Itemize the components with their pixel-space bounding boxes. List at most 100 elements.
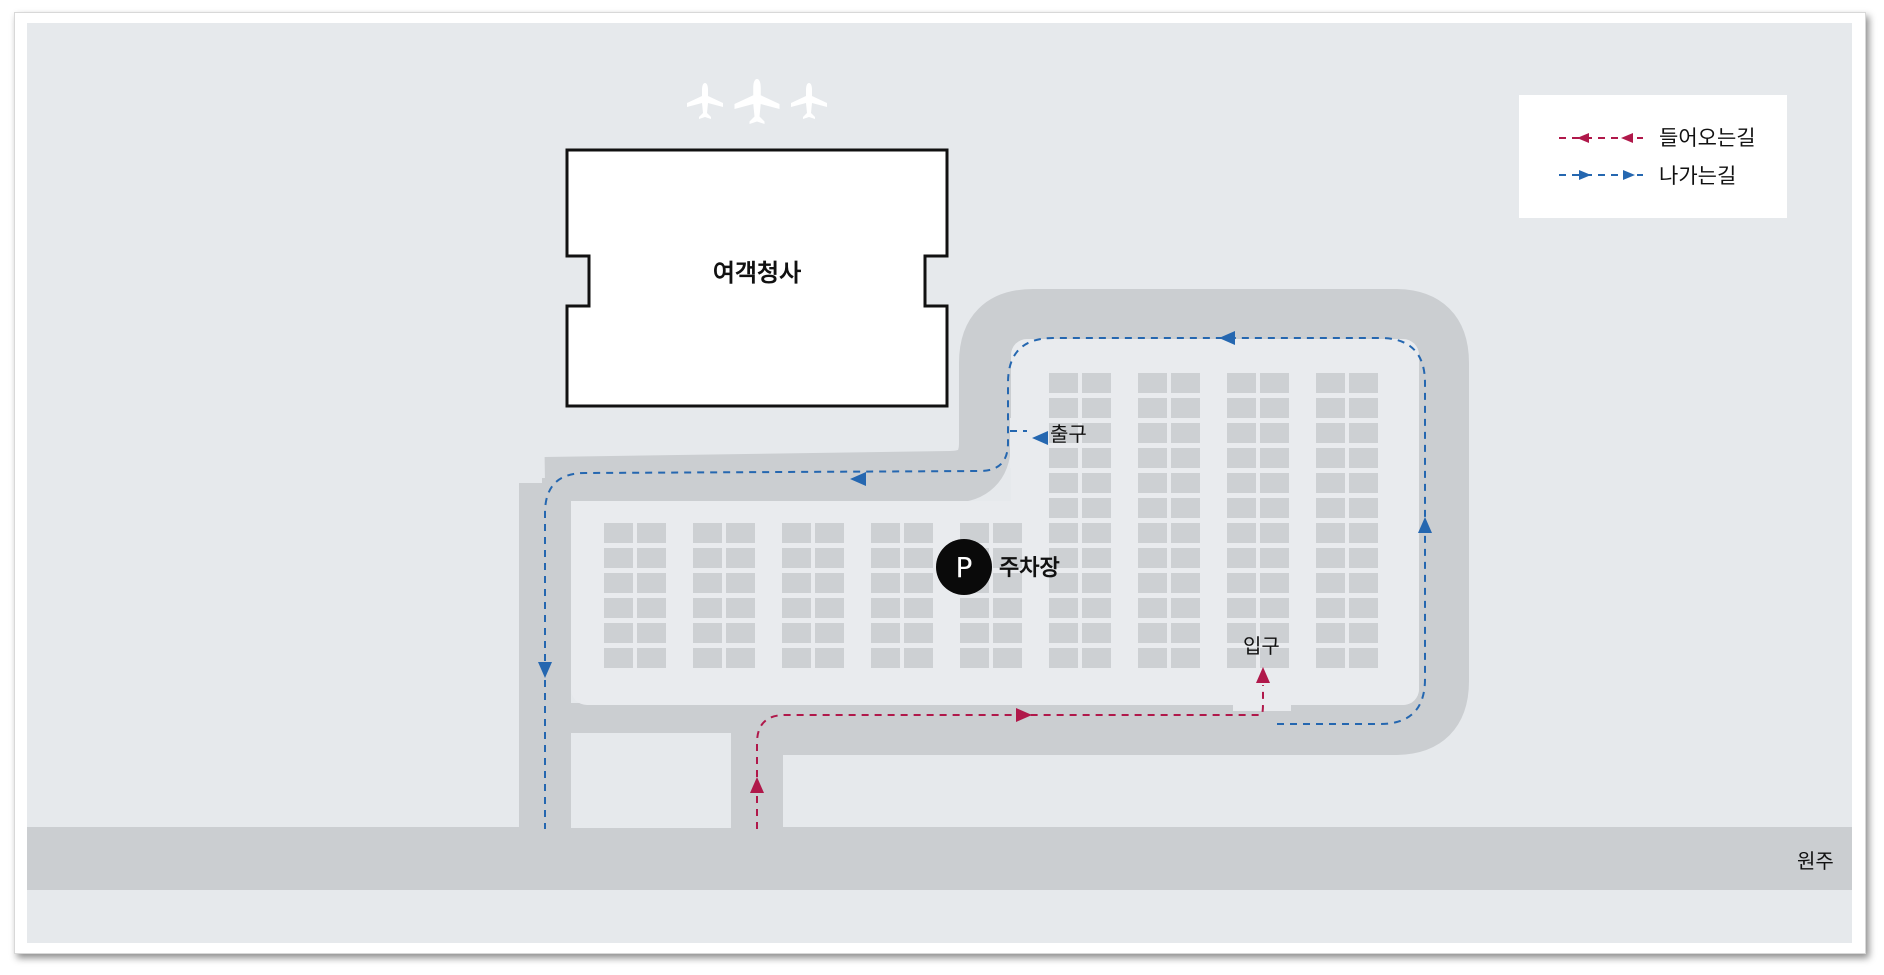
parking-space <box>726 573 755 593</box>
parking-space <box>1049 398 1078 418</box>
parking-space <box>1316 598 1345 618</box>
parking-space <box>1138 598 1167 618</box>
parking-space <box>1082 398 1111 418</box>
parking-space <box>1082 473 1111 493</box>
parking-space <box>1171 398 1200 418</box>
parking-space <box>1260 373 1289 393</box>
entrance-gate <box>1233 693 1291 711</box>
parking-space <box>960 648 989 668</box>
airplanes <box>687 79 827 124</box>
outgoing-path <box>544 337 1426 829</box>
parking-space <box>782 598 811 618</box>
parking-space <box>815 548 844 568</box>
parking-space <box>1082 623 1111 643</box>
parking-space <box>1260 598 1289 618</box>
parking-space <box>1349 548 1378 568</box>
road-corner <box>542 478 575 508</box>
parking-space <box>993 523 1022 543</box>
parking-space <box>815 598 844 618</box>
exit-label: 출구 <box>1050 422 1087 446</box>
parking-space <box>1138 423 1167 443</box>
legend-incoming-label: 들어오는길 <box>1659 126 1756 150</box>
parking-space <box>1049 623 1078 643</box>
parking-space <box>1049 548 1078 568</box>
parking-space <box>1349 448 1378 468</box>
exit-gate <box>1010 418 1022 468</box>
main-road <box>27 827 1852 890</box>
parking-space <box>1349 423 1378 443</box>
parking-space <box>871 548 900 568</box>
parking-space <box>1227 648 1256 668</box>
parking-space <box>1171 623 1200 643</box>
parking-space <box>1171 473 1200 493</box>
parking-space <box>1260 473 1289 493</box>
entrance-label: 입구 <box>1243 634 1280 658</box>
parking-space <box>693 648 722 668</box>
parking-space <box>1316 573 1345 593</box>
arrow-icon <box>1579 170 1591 180</box>
parking-space <box>815 523 844 543</box>
parking-space <box>871 648 900 668</box>
parking-space <box>637 523 666 543</box>
parking-space <box>726 598 755 618</box>
arrow-icon <box>1621 133 1633 143</box>
parking-space <box>904 548 933 568</box>
parking-space <box>1260 623 1289 643</box>
parking-space <box>904 623 933 643</box>
arrow-icon <box>538 662 552 678</box>
parking-space <box>1082 373 1111 393</box>
terminal-label: 여객청사 <box>713 259 801 287</box>
outgoing-route <box>544 337 1426 829</box>
parking-space <box>993 548 1022 568</box>
parking-space <box>1349 623 1378 643</box>
parking-space <box>815 623 844 643</box>
parking-space <box>1316 398 1345 418</box>
parking-space <box>604 573 633 593</box>
arrow-icon <box>1418 517 1432 533</box>
parking-space <box>1227 548 1256 568</box>
airplane-icon <box>687 83 723 119</box>
parking-space <box>1138 548 1167 568</box>
parking-space <box>1260 548 1289 568</box>
parking-space <box>1082 598 1111 618</box>
road-island <box>571 733 731 828</box>
parking-space <box>1349 523 1378 543</box>
parking-space <box>1260 423 1289 443</box>
parking-space <box>1316 373 1345 393</box>
parking-space <box>1349 398 1378 418</box>
parking-space <box>1316 448 1345 468</box>
parking-space <box>782 523 811 543</box>
parking-marker: P 주차장 <box>936 539 1060 595</box>
parking-space <box>960 598 989 618</box>
parking-space <box>1227 573 1256 593</box>
parking-space <box>815 648 844 668</box>
parking-space <box>726 648 755 668</box>
parking-spaces <box>604 373 1378 668</box>
parking-space <box>637 648 666 668</box>
parking-space <box>726 548 755 568</box>
parking-space <box>604 548 633 568</box>
road-network <box>27 289 1852 890</box>
parking-space <box>1171 448 1200 468</box>
parking-icon <box>936 539 992 595</box>
parking-symbol: P <box>956 551 973 584</box>
airplane-icon <box>734 79 780 124</box>
parking-space <box>1138 473 1167 493</box>
parking-space <box>637 623 666 643</box>
parking-space <box>1316 623 1345 643</box>
parking-space <box>1260 498 1289 518</box>
parking-space <box>604 648 633 668</box>
parking-space <box>1049 523 1078 543</box>
parking-space <box>693 598 722 618</box>
parking-space <box>693 548 722 568</box>
parking-space <box>604 623 633 643</box>
arrow-icon <box>1016 708 1032 722</box>
parking-space <box>1260 448 1289 468</box>
parking-space <box>604 523 633 543</box>
parking-space <box>1049 573 1078 593</box>
arrow-icon <box>1256 667 1270 683</box>
parking-space <box>1049 373 1078 393</box>
parking-space <box>1316 423 1345 443</box>
parking-space <box>1227 498 1256 518</box>
parking-space <box>1227 373 1256 393</box>
